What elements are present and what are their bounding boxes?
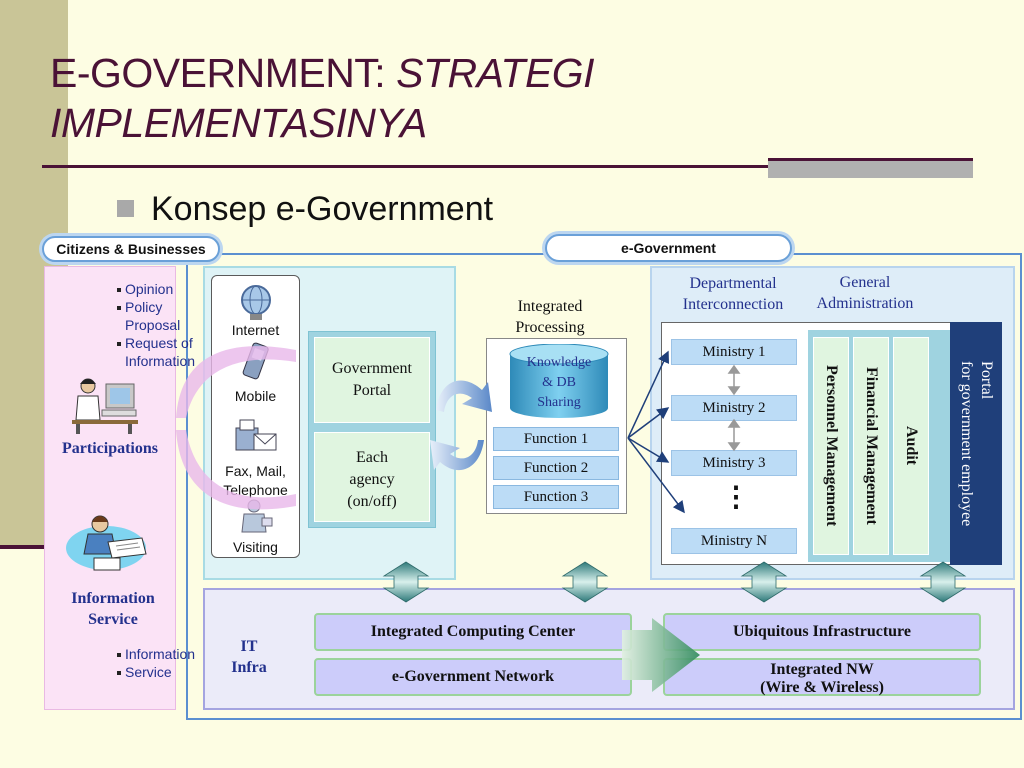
audit-text: Audit (903, 426, 920, 466)
slide-subtitle: Konsep e-Government (151, 190, 494, 228)
general-line-1: General (839, 274, 891, 291)
list-item: Request of Information (117, 334, 207, 370)
computer-user-icon (72, 378, 138, 434)
integrated-processing-line-1: Integrated (517, 298, 583, 315)
title-italic-1: STRATEGI (396, 50, 595, 96)
channel-fax-line-2: Telephone (223, 482, 288, 498)
list-item: Opinion (117, 280, 207, 298)
globe-icon (241, 285, 271, 320)
it-infra-label: IT Infra (220, 636, 278, 678)
it-infra-line-1: IT (240, 638, 258, 655)
channel-mobile: Mobile (234, 388, 277, 404)
desk-worker-icon (66, 515, 147, 571)
each-agency-line-1: Each (356, 449, 388, 466)
ministry-n-box: Ministry N (671, 528, 797, 554)
title-italic-2: IMPLEMENTASINYA (50, 100, 427, 146)
channel-internet: Internet (231, 322, 280, 338)
participations-label: Participations (62, 440, 158, 457)
citizens-tab: Citizens & Businesses (42, 236, 220, 262)
government-portal-box: Government Portal (314, 337, 430, 423)
integrated-network-line-1: Integrated NW (770, 661, 874, 678)
database-line-3: Sharing (537, 395, 581, 410)
function-1-box: Function 1 (493, 427, 619, 451)
list-item-text: Opinion (125, 281, 174, 297)
information-service-line-2: Service (88, 611, 138, 628)
integrated-network-line-2: (Wire & Wireless) (760, 679, 884, 696)
processing-to-portal-arrow (430, 440, 484, 471)
infra-flow-arrow (622, 618, 700, 692)
list-item-text: Policy Proposal (125, 299, 181, 333)
each-agency-line-3: (on/off) (347, 493, 397, 510)
title-main: E-GOVERNMENT: (50, 50, 397, 96)
departmental-line-2: Interconnection (682, 296, 784, 313)
list-item-text: Information (125, 646, 196, 662)
government-portal-line-2: Portal (352, 382, 392, 399)
citizens-to-channels-arrow (176, 346, 296, 418)
integrated-processing-line-2: Processing (515, 319, 585, 336)
financial-management-column: Financial Management (853, 337, 889, 555)
employee-portal-line-1: Portal (978, 360, 995, 400)
database-line-2: & DB (542, 375, 576, 390)
ministry-1-box: Ministry 1 (671, 339, 797, 365)
information-service-list: Information Service (117, 645, 207, 681)
personnel-management-column: Personnel Management (813, 337, 849, 555)
portal-to-processing-arrow (436, 380, 492, 412)
title-rule (42, 165, 782, 168)
function-ministry-connectors (627, 350, 685, 514)
employee-portal-line-2: for government employee (958, 360, 975, 527)
ubiquitous-infrastructure-box: Ubiquitous Infrastructure (663, 613, 981, 651)
channel-visiting: Visiting (233, 539, 278, 555)
information-service-line-1: Information (71, 590, 155, 607)
channel-fax-line-1: Fax, Mail, (225, 463, 286, 479)
departmental-line-1: Departmental (689, 275, 777, 292)
government-portal-line-1: Government (332, 360, 412, 377)
information-service-label: Information Service (46, 588, 180, 630)
egov-tab: e-Government (545, 234, 792, 262)
integrated-processing-title: Integrated Processing (486, 296, 614, 338)
participation-list: Opinion Policy Proposal Request of Infor… (117, 280, 207, 370)
slide-title: E-GOVERNMENT: STRATEGI IMPLEMENTASINYA (50, 48, 770, 148)
ministry-link-arrow (727, 364, 741, 452)
ministry-2-box: Ministry 2 (671, 395, 797, 421)
each-agency-box: Each agency (on/off) (314, 432, 430, 522)
citizens-panel (44, 266, 176, 710)
integrated-computing-center-box: Integrated Computing Center (314, 613, 632, 651)
list-item-text: Request of Information (125, 335, 196, 369)
each-agency-line-2: agency (349, 471, 395, 488)
ministry-3-box: Ministry 3 (671, 450, 797, 476)
title-rule-bar (768, 158, 973, 178)
it-infra-line-2: Infra (231, 659, 267, 676)
financial-management-text: Financial Management (863, 367, 880, 525)
list-item: Service (117, 663, 207, 681)
channels-to-citizens-arrow (176, 430, 296, 510)
function-3-box: Function 3 (493, 485, 619, 509)
personnel-management-text: Personnel Management (823, 365, 840, 527)
departmental-interconnection-label: Departmental Interconnection (668, 273, 798, 315)
database-label: Knowledge & DB Sharing (508, 353, 610, 413)
function-2-box: Function 2 (493, 456, 619, 480)
integrated-network-box: Integrated NW (Wire & Wireless) (663, 658, 981, 696)
bullet-square (117, 200, 134, 217)
ministry-ellipsis: ⋮ (722, 482, 750, 513)
general-line-2: Administration (816, 295, 914, 312)
egov-network-box: e-Government Network (314, 658, 632, 696)
list-item: Policy Proposal (117, 298, 207, 334)
list-item-text: Service (125, 664, 172, 680)
list-item: Information (117, 645, 207, 663)
database-icon (509, 344, 609, 418)
fax-mail-icon (235, 419, 277, 451)
audit-column: Audit (893, 337, 929, 555)
layer-link-arrows (382, 561, 967, 603)
channel-fax: Fax, Mail, Telephone (211, 462, 300, 500)
general-administration-label: General Administration (800, 272, 930, 314)
database-line-1: Knowledge (526, 355, 592, 370)
